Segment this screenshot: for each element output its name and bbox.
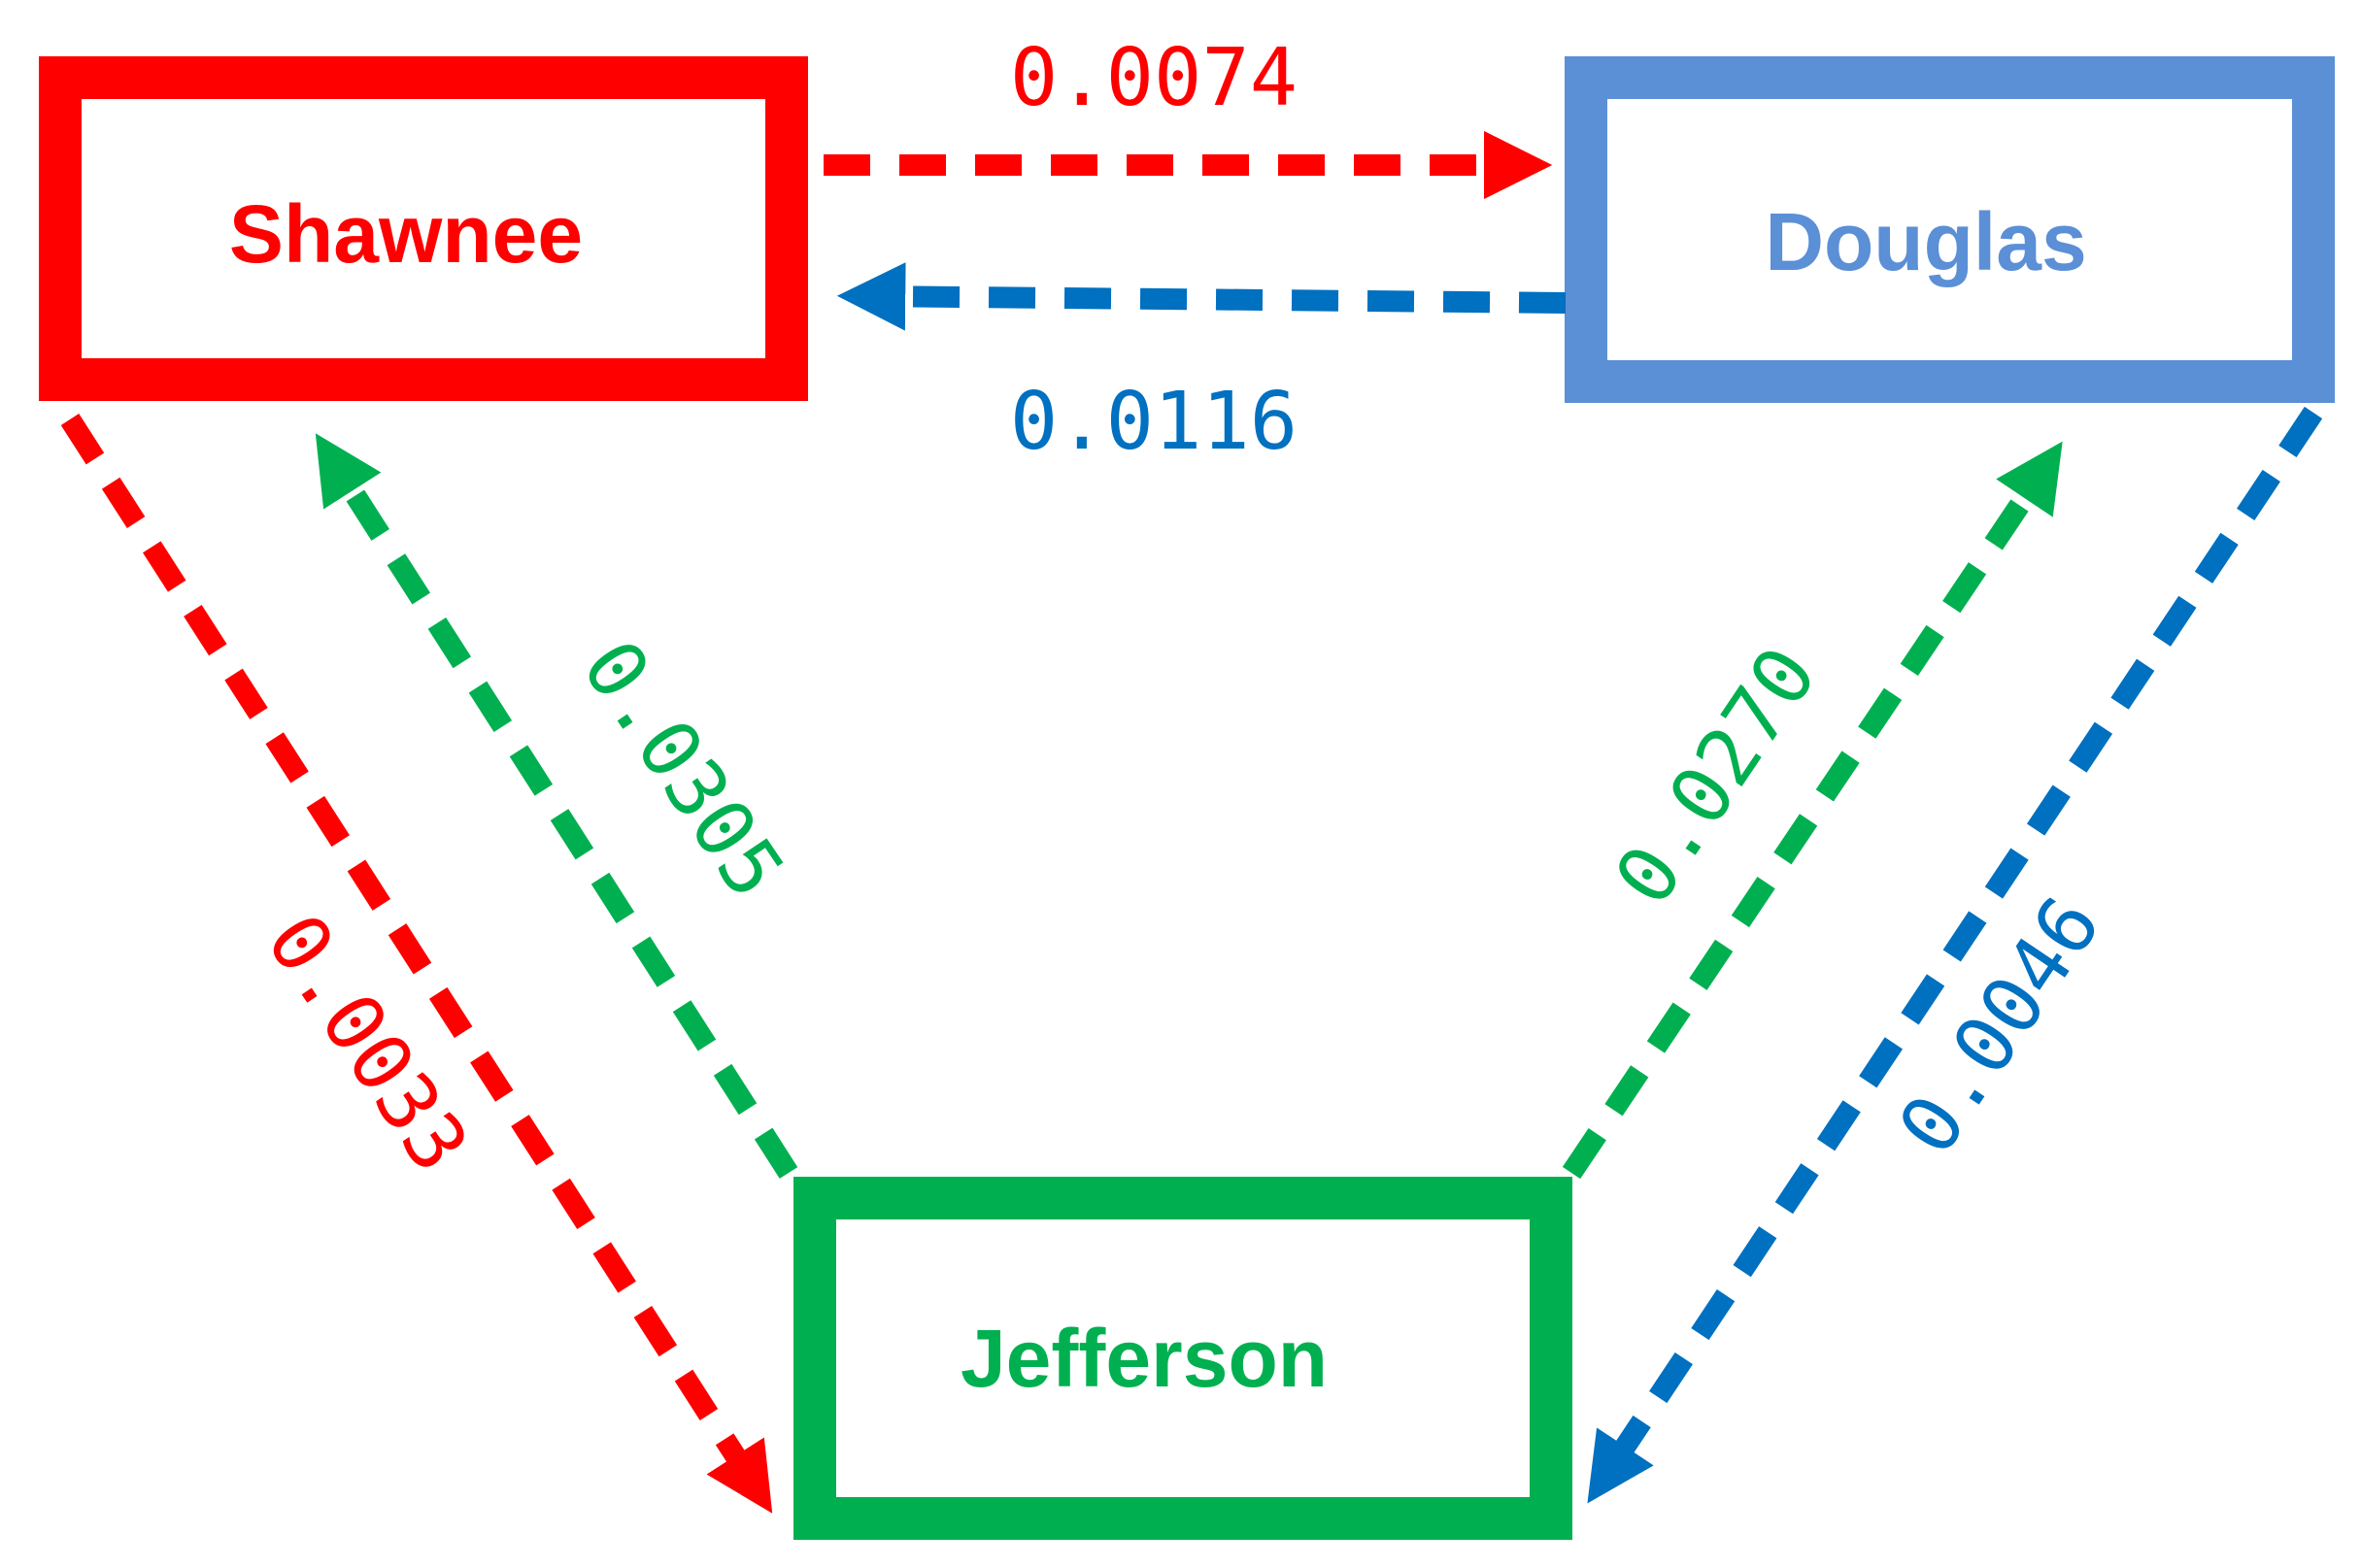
node-shawnee: Shawnee bbox=[39, 56, 808, 401]
edge-jefferson-to-douglas bbox=[1562, 441, 2063, 1180]
node-jefferson-label: Jefferson bbox=[961, 1313, 1328, 1404]
edge-label-douglas-to-shawnee: 0.0116 bbox=[1010, 376, 1298, 468]
edge-jefferson-to-shawnee bbox=[315, 433, 798, 1179]
node-douglas-label: Douglas bbox=[1765, 196, 2086, 287]
edge-label-jefferson-to-douglas: 0.0270 bbox=[1598, 631, 1835, 921]
node-douglas: Douglas bbox=[1565, 56, 2335, 403]
edge-label-jefferson-to-shawnee: 0.0305 bbox=[564, 624, 801, 915]
edge-douglas-to-shawnee bbox=[836, 262, 1567, 331]
node-douglas-box bbox=[1565, 56, 2335, 403]
edge-label-shawnee-to-jefferson: 0.0033 bbox=[249, 898, 486, 1188]
edge-label-shawnee-to-douglas: 0.0074 bbox=[1010, 32, 1298, 124]
node-jefferson: Jefferson bbox=[793, 1177, 1572, 1540]
node-shawnee-box bbox=[39, 56, 808, 401]
edge-douglas-to-jefferson bbox=[1587, 406, 2323, 1504]
node-jefferson-box bbox=[793, 1177, 1572, 1540]
edge-shawnee-to-jefferson bbox=[60, 414, 773, 1514]
node-shawnee-label: Shawnee bbox=[229, 188, 583, 280]
edge-label-douglas-to-jefferson: 0.0046 bbox=[1881, 881, 2118, 1171]
